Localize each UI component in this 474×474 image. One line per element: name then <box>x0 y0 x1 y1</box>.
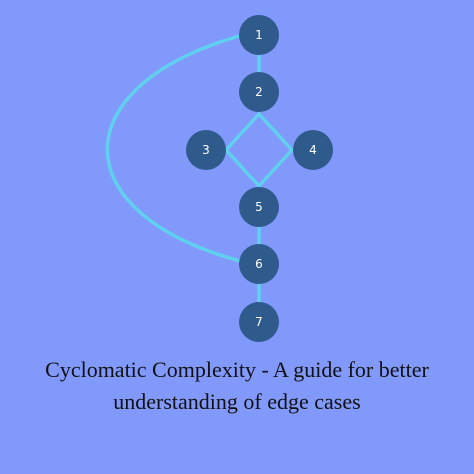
node-7: 7 <box>239 302 279 342</box>
node-5: 5 <box>239 187 279 227</box>
node-1: 1 <box>239 15 279 55</box>
node-label: 7 <box>255 315 263 329</box>
caption-line-1: Cyclomatic Complexity - A guide for bett… <box>45 357 429 382</box>
node-label: 3 <box>202 143 210 157</box>
node-label: 4 <box>309 143 317 157</box>
caption-line-2: understanding of edge cases <box>113 389 361 414</box>
node-3: 3 <box>186 130 226 170</box>
node-6: 6 <box>239 244 279 284</box>
node-label: 6 <box>255 257 263 271</box>
node-label: 5 <box>255 200 263 214</box>
edge-4-5 <box>257 148 294 188</box>
node-label: 2 <box>255 85 263 99</box>
caption: Cyclomatic Complexity - A guide for bett… <box>0 354 474 418</box>
edge-3-5 <box>224 148 261 188</box>
control-flow-graph: 1 2 3 4 5 6 7 <box>105 15 333 342</box>
edge-2-4 <box>257 112 294 152</box>
node-4: 4 <box>293 130 333 170</box>
edge-2-3 <box>224 112 261 152</box>
node-2: 2 <box>239 72 279 112</box>
node-label: 1 <box>255 28 263 42</box>
edge-6-1-loop <box>105 33 246 264</box>
